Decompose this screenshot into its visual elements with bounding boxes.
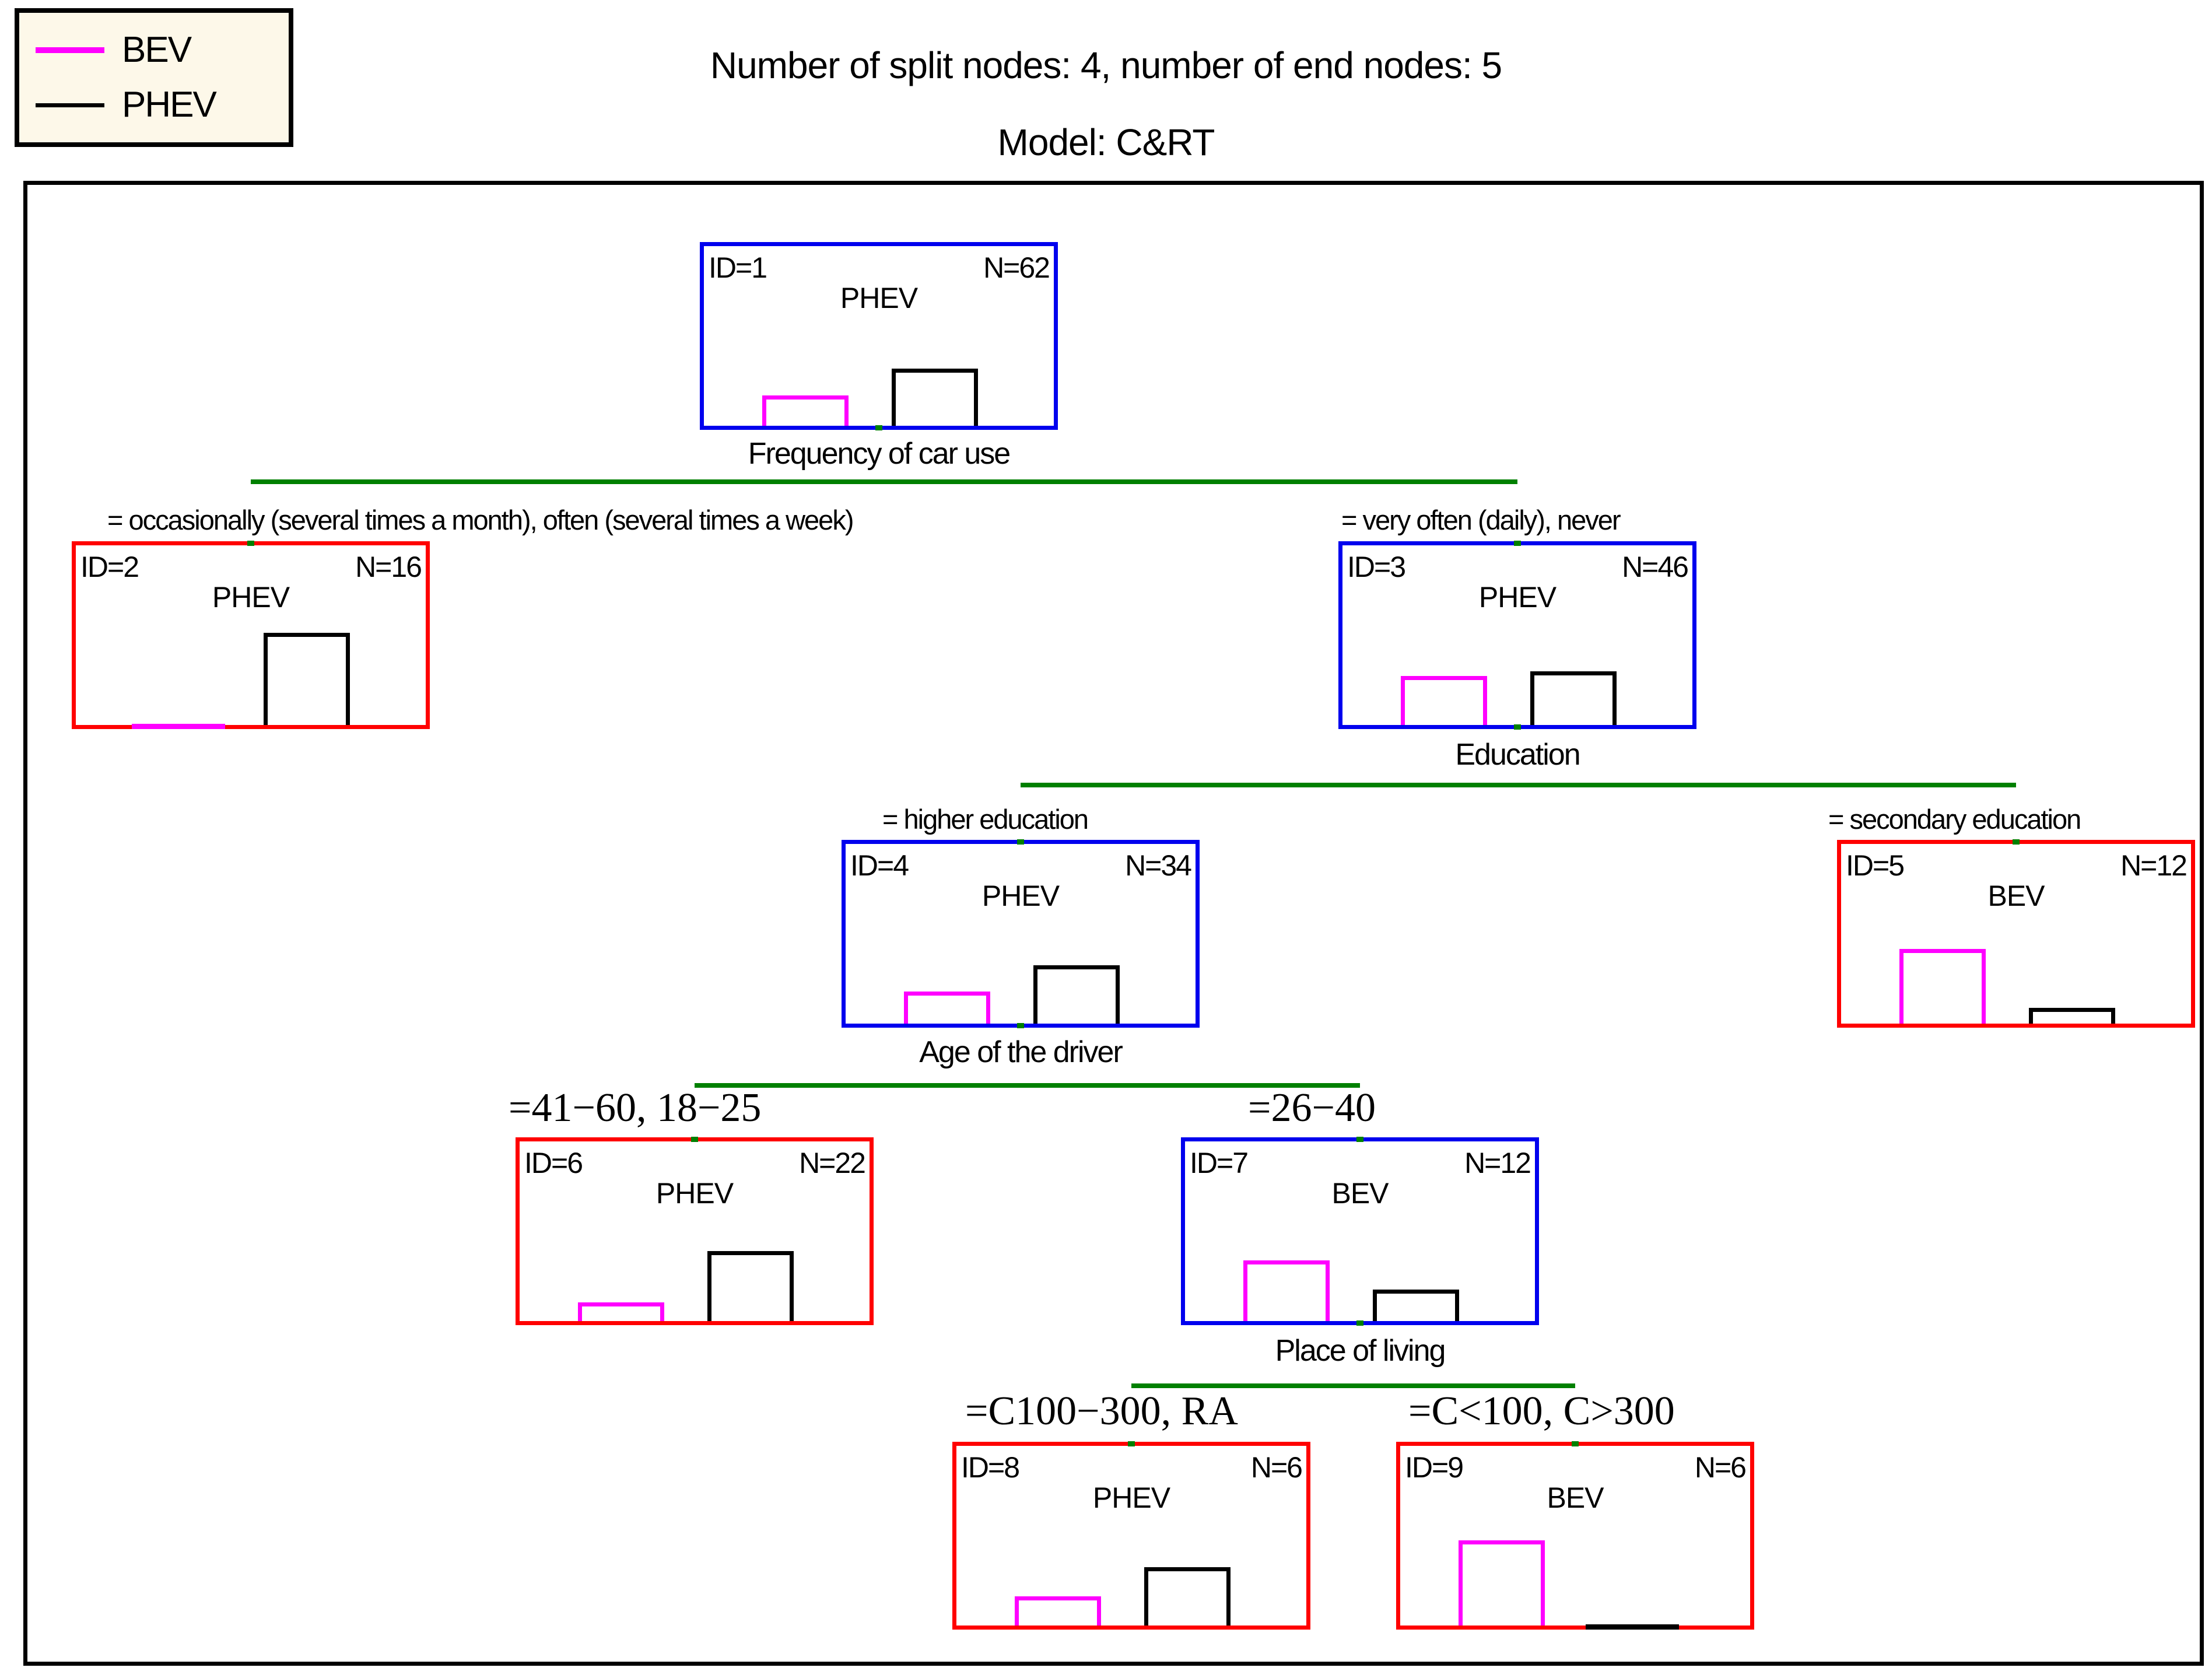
node-class-label: PHEV [840, 282, 918, 314]
connector-stub [875, 425, 882, 430]
bev-line-swatch [36, 47, 104, 53]
bev-bar [1459, 1540, 1545, 1626]
connector-stub [1514, 724, 1521, 730]
node-n-label: N=34 [1125, 849, 1192, 882]
branch-condition-label: =C<100, C>300 [1408, 1389, 1675, 1434]
node-n-label: N=6 [1250, 1451, 1303, 1484]
node-n-label: N=62 [983, 251, 1050, 284]
connector-stub [1572, 1441, 1579, 1446]
branch-condition-label: = occasionally (several times a month), … [107, 505, 854, 535]
legend-label-phev: PHEV [122, 85, 217, 125]
bev-bar [1243, 1260, 1330, 1321]
split-variable-label: Age of the driver [919, 1035, 1123, 1069]
branch-condition-label: = very often (daily), never [1341, 505, 1621, 535]
connector-stub [1128, 1441, 1135, 1446]
bev-bar [1899, 949, 1986, 1024]
node-id-label: ID=5 [1846, 849, 1905, 882]
branch-line-3 [695, 1083, 1360, 1088]
legend-item-bev: BEV [36, 29, 289, 70]
node-id-label: ID=3 [1347, 551, 1406, 583]
connector-stub [1017, 839, 1024, 845]
node-id-label: ID=9 [1405, 1451, 1464, 1484]
phev-bar [264, 633, 350, 725]
bev-bar [762, 395, 849, 426]
node-n-label: N=12 [2120, 849, 2188, 882]
node-id-label: ID=7 [1190, 1147, 1249, 1179]
connector-stub [1356, 1320, 1363, 1326]
legend-label-bev: BEV [122, 29, 192, 70]
connector-stub [247, 541, 254, 546]
phev-bar [1033, 965, 1120, 1024]
branch-condition-label: =C100−300, RA [965, 1389, 1238, 1434]
branch-condition-label: = secondary education [1828, 804, 2081, 835]
split-variable-label: Place of living [1275, 1334, 1446, 1368]
legend-item-phev: PHEV [36, 87, 289, 123]
bev-bar [578, 1302, 664, 1321]
phev-bar [1373, 1290, 1459, 1321]
node-class-label: BEV [1331, 1177, 1389, 1210]
branch-condition-label: =41−60, 18−25 [509, 1085, 762, 1130]
bev-bar [1015, 1596, 1101, 1626]
node-id-label: ID=6 [524, 1147, 583, 1179]
node-n-label: N=12 [1464, 1147, 1531, 1179]
branch-line-4 [1131, 1383, 1575, 1388]
connector-stub [1017, 1023, 1024, 1028]
node-class-label: BEV [1987, 880, 2045, 912]
node-id-label: ID=1 [709, 251, 767, 284]
bev-zero-bar [132, 724, 225, 729]
phev-bar [2029, 1008, 2115, 1024]
phev-zero-bar [1586, 1624, 1679, 1630]
node-id-label: ID=8 [961, 1451, 1020, 1484]
split-variable-label: Frequency of car use [748, 437, 1011, 471]
node-class-label: BEV [1547, 1481, 1604, 1514]
node-class-label: PHEV [1478, 581, 1557, 614]
node-n-label: N=46 [1622, 551, 1689, 583]
bev-bar [904, 992, 990, 1024]
phev-line-swatch [36, 103, 104, 107]
branch-line-2 [1021, 783, 2016, 787]
node-n-label: N=6 [1694, 1451, 1747, 1484]
branch-condition-label: = higher education [882, 804, 1089, 835]
node-class-label: PHEV [981, 880, 1060, 912]
connector-stub [1356, 1137, 1363, 1142]
node-id-label: ID=2 [80, 551, 139, 583]
phev-bar [892, 369, 978, 426]
connector-stub [1514, 541, 1521, 546]
figure-title: Number of split nodes: 4, number of end … [710, 44, 1502, 86]
model-subtitle: Model: C&RT [997, 121, 1215, 163]
node-n-label: N=22 [799, 1147, 866, 1179]
phev-bar [707, 1251, 794, 1321]
node-id-label: ID=4 [850, 849, 909, 882]
bev-bar [1401, 676, 1487, 725]
node-class-label: PHEV [212, 581, 290, 614]
phev-bar [1530, 671, 1617, 725]
connector-stub [691, 1137, 698, 1142]
phev-bar [1144, 1567, 1231, 1626]
legend: BEV PHEV [15, 8, 293, 147]
split-variable-label: Education [1455, 738, 1580, 772]
branch-condition-label: =26−40 [1248, 1085, 1376, 1130]
connector-stub [2013, 839, 2020, 845]
node-n-label: N=16 [355, 551, 422, 583]
node-class-label: PHEV [1092, 1481, 1170, 1514]
branch-line-1 [251, 479, 1517, 484]
node-class-label: PHEV [655, 1177, 734, 1210]
